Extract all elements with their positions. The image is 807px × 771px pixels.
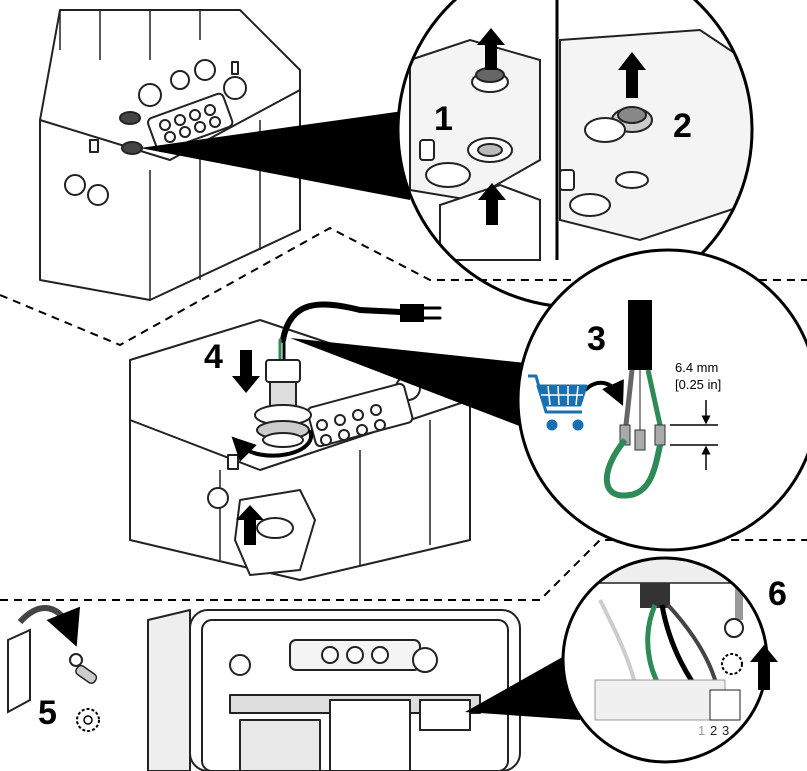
terminal-3-label: 3 [722,724,729,737]
ring-terminal-icon [70,654,98,685]
detail-circle-1-2 [398,0,807,307]
step-1-label: 1 [434,102,453,136]
detail-circle-6 [560,555,770,765]
step-4-label: 4 [204,340,223,374]
controller-enclosure [148,610,520,771]
step-3-label: 3 [587,322,606,356]
rotate-arrow-icon [20,608,70,630]
lock-washer-icon [722,654,742,674]
step-5-label: 5 [38,696,57,730]
terminal-2-label: 2 [710,724,717,737]
step-6-label: 6 [768,577,787,611]
dimension-metric: 6.4 mm [675,361,718,374]
terminal-1-label: 1 [698,724,705,737]
step-2-label: 2 [673,109,692,143]
dimension-imperial: [0.25 in] [675,378,721,391]
